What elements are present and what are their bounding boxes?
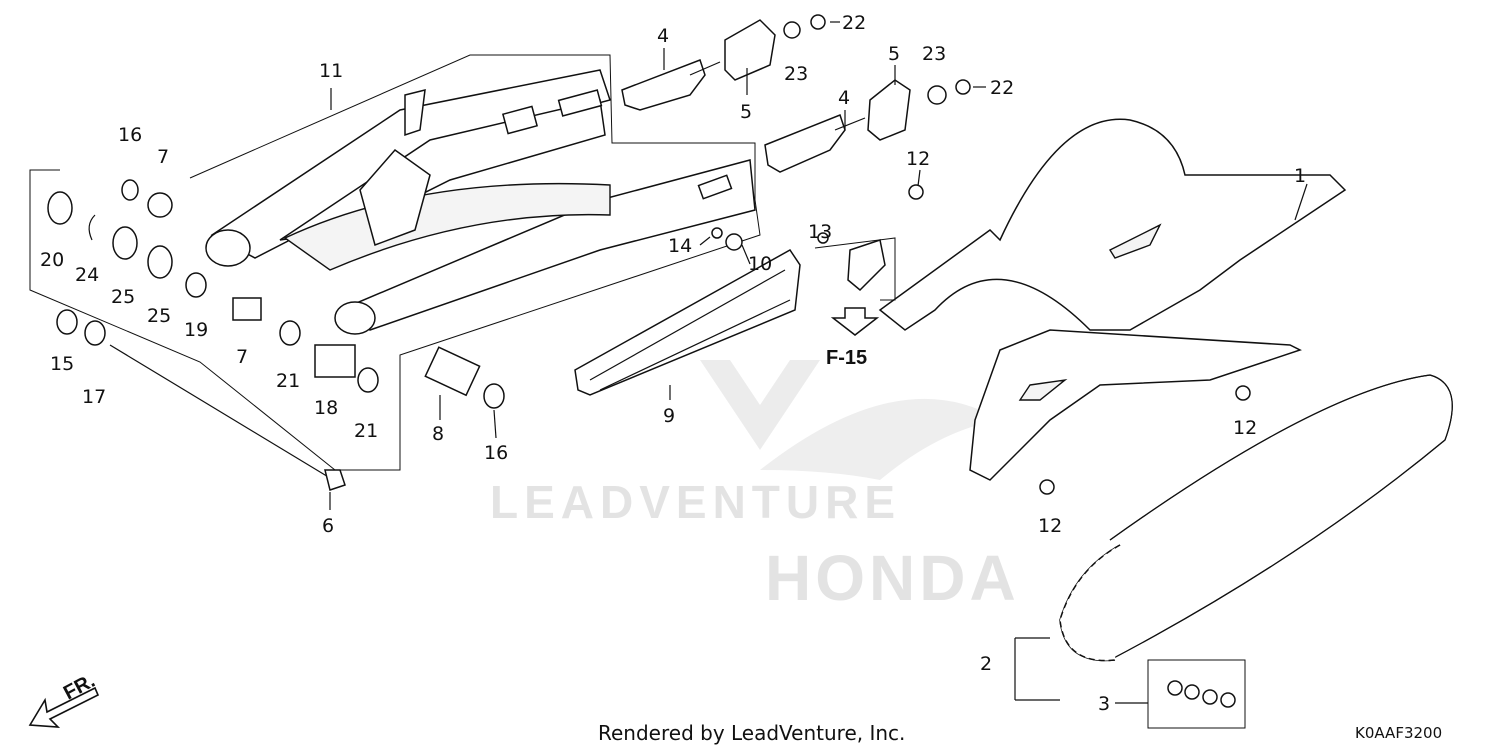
chain-guard [878,118,1347,481]
callout-22-top[interactable]: 22 [842,12,866,34]
callout-23-top[interactable]: 23 [784,63,808,85]
callout-10[interactable]: 10 [748,253,772,275]
callout-17[interactable]: 17 [82,386,106,408]
callout-23-right[interactable]: 23 [922,43,946,65]
swingarm [205,69,756,335]
callout-5-left[interactable]: 5 [740,101,752,123]
callout-2[interactable]: 2 [980,653,992,675]
callout-25-right[interactable]: 25 [147,305,171,327]
callout-12-right[interactable]: 12 [1233,417,1257,439]
callout-16-upper[interactable]: 16 [118,124,142,146]
callout-21-left[interactable]: 21 [276,370,300,392]
rendered-by-text: Rendered by LeadVenture, Inc. [598,721,905,745]
callout-12-top[interactable]: 12 [906,148,930,170]
callout-4-right[interactable]: 4 [838,87,850,109]
callout-6[interactable]: 6 [322,515,334,537]
callout-24[interactable]: 24 [75,264,99,286]
callout-8[interactable]: 8 [432,423,444,445]
front-direction-indicator: FR. [28,670,100,728]
watermark-group: LEADVENTURE HONDA [490,360,1020,614]
callout-16-lower[interactable]: 16 [484,442,508,464]
callout-11[interactable]: 11 [319,60,343,82]
callout-21-right[interactable]: 21 [354,420,378,442]
callout-7-lower[interactable]: 7 [236,346,248,368]
watermark-honda-wing [760,398,1000,480]
callout-14[interactable]: 14 [668,235,692,257]
front-arrow-icon [28,686,100,728]
callout-20[interactable]: 20 [40,249,64,271]
drive-chain [1059,374,1453,662]
callout-1[interactable]: 1 [1294,165,1306,187]
callout-5-right[interactable]: 5 [888,43,900,65]
diagram-code: K0AAF3200 [1355,724,1442,742]
watermark-logo [700,360,820,450]
callout-25-left[interactable]: 25 [111,286,135,308]
callout-22-right[interactable]: 22 [990,77,1014,99]
chain-slider [574,249,801,396]
leader-lines [329,21,1308,704]
adjuster-left [621,19,776,111]
callout-19[interactable]: 19 [184,319,208,341]
callout-4-left[interactable]: 4 [657,25,669,47]
callout-7-upper[interactable]: 7 [157,146,169,168]
front-direction-label: FR. [60,670,99,705]
callout-12-bottom[interactable]: 12 [1038,515,1062,537]
watermark-honda: HONDA [765,542,1020,614]
cross-reference-label[interactable]: F-15 [826,347,867,369]
chain-joint [1167,680,1236,708]
callout-9[interactable]: 9 [663,405,675,427]
callout-13[interactable]: 13 [808,221,832,243]
callout-18[interactable]: 18 [314,397,338,419]
watermark-leadventure: LEADVENTURE [490,476,901,528]
bearings [47,179,505,491]
callout-15[interactable]: 15 [50,353,74,375]
callouts: 1 2 3 4 4 5 5 6 7 7 8 9 10 11 12 12 12 1… [40,12,1306,715]
callout-3[interactable]: 3 [1098,693,1110,715]
